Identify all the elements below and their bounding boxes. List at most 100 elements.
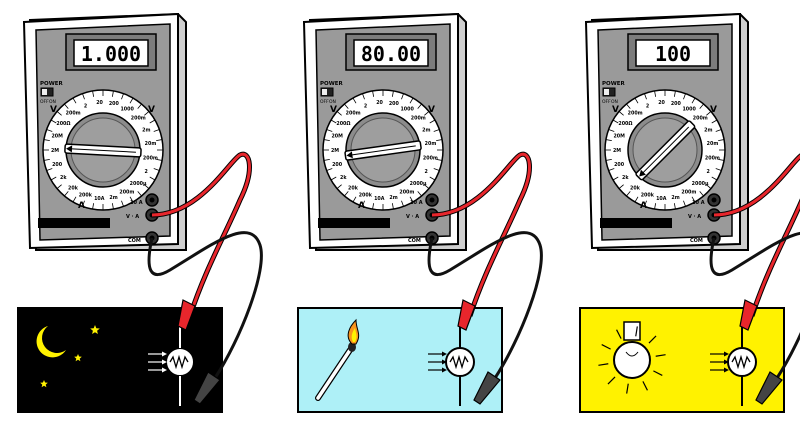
dial-tick — [72, 196, 77, 203]
dial-tick — [612, 176, 619, 181]
dial-a-label: A — [358, 201, 365, 211]
lcd-reading: 100 — [655, 42, 691, 66]
power-off-label: OFF — [320, 99, 329, 105]
dial-v-right: V — [148, 105, 155, 115]
dial-label: 2 — [145, 169, 148, 175]
dial-label: 20m — [425, 141, 437, 147]
dial-tick — [330, 176, 337, 181]
dial-tick — [711, 119, 718, 124]
dial-tick — [50, 119, 57, 124]
dial-tick — [699, 103, 704, 109]
power-label: POWER — [40, 81, 64, 87]
power-off-label: OFF — [40, 99, 49, 105]
dial-label: 2M — [613, 148, 621, 154]
photoresistor-zigzag — [731, 354, 751, 370]
dial-label: 200 — [389, 101, 400, 107]
lamp-ray — [653, 370, 663, 376]
dial-label: 200m — [346, 110, 361, 116]
dial-tick — [46, 129, 53, 132]
dial-tick — [149, 119, 156, 124]
dial-tick — [43, 158, 50, 161]
lamp-ray — [601, 344, 611, 350]
dial-label: 200 — [332, 162, 343, 168]
jack-10a-label: 10 A — [410, 200, 423, 206]
dial-tick — [691, 97, 696, 104]
star-icon — [90, 325, 100, 334]
dial-label: 200 — [52, 162, 63, 168]
dial-label: 200m — [411, 115, 426, 121]
dial-tick — [72, 97, 77, 104]
dial-label: 200m — [693, 115, 708, 121]
dial-label: 2M — [51, 148, 59, 154]
dial-label: 200 — [109, 101, 120, 107]
dial-pointer-line — [641, 126, 690, 175]
dial-tick — [433, 168, 440, 171]
dial-tick — [372, 90, 375, 97]
dial-tick — [683, 93, 686, 100]
dial-tick — [634, 196, 639, 203]
dial-pointer-tip — [346, 151, 353, 159]
lcd-reading: 1.000 — [81, 42, 141, 66]
dial-tick — [326, 129, 333, 132]
dial-label: 200k — [79, 193, 93, 199]
dial-tick — [153, 168, 160, 171]
dial-tick — [344, 191, 349, 197]
dial-tick — [436, 158, 443, 161]
black-probe — [193, 371, 221, 405]
dial-pointer-tip — [639, 169, 646, 177]
dial-tick — [149, 176, 156, 181]
dial-tick — [417, 103, 422, 109]
dial-tick — [644, 200, 647, 207]
dial-v-left: V — [330, 105, 337, 115]
lamp-socket — [623, 321, 641, 341]
dial-a-label: A — [640, 201, 647, 211]
dial-label: 200k — [359, 193, 373, 199]
dial-label: 2000μ — [130, 181, 147, 187]
dial-tick — [323, 158, 330, 161]
lamp-filament — [625, 351, 639, 357]
jack-10a-label: 10 A — [130, 200, 143, 206]
dial-v-right: V — [428, 105, 435, 115]
dial-tick — [605, 158, 612, 161]
dial-v-left: V — [612, 105, 619, 115]
black-probe — [755, 371, 783, 405]
black-lead — [147, 231, 263, 379]
power-switch-knob — [604, 89, 609, 95]
dial-tick — [92, 203, 95, 210]
dial-pointer-tip — [66, 145, 73, 153]
dial-label: 20k — [348, 185, 359, 191]
dial-tick — [618, 111, 624, 116]
dial-tick — [612, 119, 619, 124]
dial-tick — [608, 129, 615, 132]
dial-tick — [336, 111, 342, 116]
dial-label: 10A — [374, 196, 385, 202]
dial-tick — [401, 200, 404, 207]
dial-label: 20 — [376, 100, 383, 106]
dial-label: 20 — [96, 100, 103, 106]
power-switch-knob — [42, 89, 47, 95]
dial-tick — [137, 103, 142, 109]
red-lead — [713, 154, 800, 317]
dial-label: 2 — [707, 169, 710, 175]
dial-tick — [718, 139, 725, 142]
scene-2 — [297, 151, 543, 413]
dial-label: 200 — [614, 162, 625, 168]
dial-tick — [691, 196, 696, 203]
dial-label: 200 — [671, 101, 682, 107]
dial-tick — [156, 158, 163, 161]
dial-label: 10A — [94, 196, 105, 202]
dial-tick — [401, 93, 404, 100]
light-arrow-head — [724, 367, 729, 373]
dial-tick — [683, 200, 686, 207]
jack-10a-label: 10 A — [692, 200, 705, 206]
dial-tick — [429, 119, 436, 124]
dial-label: 200m — [681, 190, 696, 196]
dial-tick — [372, 203, 375, 210]
dial-tick — [50, 176, 57, 181]
jack-va-label: V · A — [406, 214, 419, 220]
dial-tick — [626, 191, 631, 197]
dial-v-left: V — [50, 105, 57, 115]
jack-va-label: V · A — [126, 214, 139, 220]
dial-tick — [608, 168, 615, 171]
